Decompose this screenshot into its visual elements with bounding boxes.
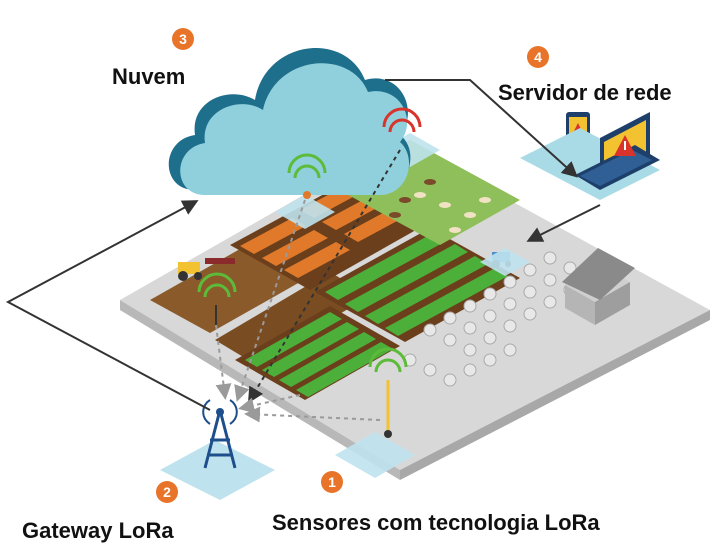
green-crop-field-lower xyxy=(235,306,400,400)
cloud-label: Nuvem xyxy=(112,64,186,89)
cloud-icon xyxy=(168,47,411,196)
sensor-icon xyxy=(215,191,392,438)
data-flow-arrows xyxy=(5,79,601,411)
sensor-pads xyxy=(275,133,530,478)
sensors-label: Sensores com tecnologia LoRa xyxy=(272,510,600,535)
gateway-label: Gateway LoRa xyxy=(22,518,174,543)
step-badge-network-server: 4 xyxy=(527,46,549,68)
wifi-signal-icon xyxy=(197,107,422,373)
sensor-signal-flows xyxy=(215,149,401,423)
step-badge-cloud: 3 xyxy=(172,28,194,50)
gateway-tower-icon xyxy=(160,399,275,500)
tractor-icon xyxy=(178,258,235,281)
warning-icon xyxy=(614,135,636,156)
network-server-label: Servidor de rede xyxy=(498,80,672,105)
green-crop-field-upper xyxy=(315,228,520,342)
step-badge-gateway: 2 xyxy=(156,481,178,503)
barn-icon xyxy=(562,248,635,325)
step-badge-sensors: 1 xyxy=(321,471,343,493)
orchard xyxy=(403,251,597,387)
